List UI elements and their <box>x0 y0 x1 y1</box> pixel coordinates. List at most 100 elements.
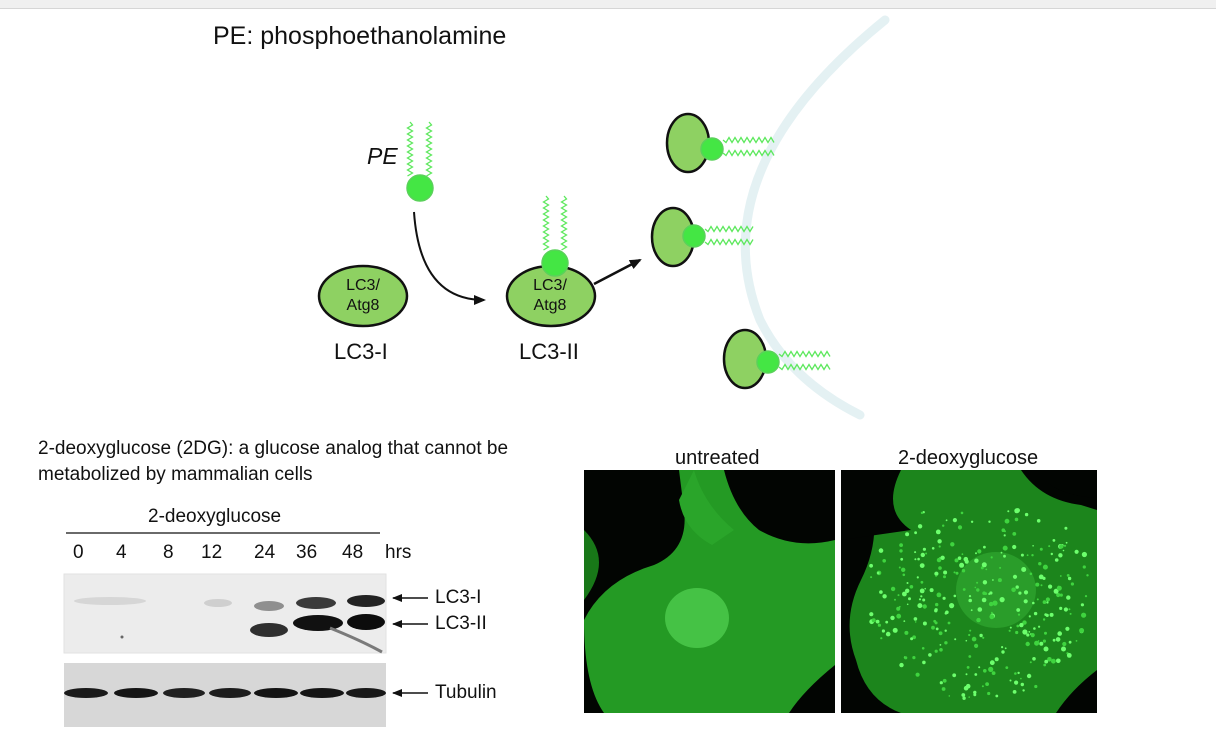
punctum <box>947 621 951 625</box>
lc3-ii-oval-text: LC3/ Atg8 <box>505 276 595 316</box>
pe-chain <box>704 225 754 233</box>
punctum <box>925 552 928 555</box>
punctum <box>1065 541 1068 544</box>
punctum <box>994 657 999 662</box>
punctum <box>1032 545 1034 547</box>
punctum <box>1026 673 1032 679</box>
conjugation-arrow <box>413 211 486 305</box>
punctum <box>897 594 900 597</box>
punctum <box>1001 646 1004 649</box>
punctum <box>974 558 979 563</box>
punctum <box>1066 653 1072 658</box>
punctum <box>1081 612 1087 618</box>
anchored-lc3-ii <box>665 112 775 174</box>
punctum <box>979 633 983 638</box>
punctum <box>935 602 939 607</box>
punctum <box>905 588 910 593</box>
punctum <box>973 690 977 695</box>
punctum <box>939 648 943 652</box>
punctum <box>950 542 955 547</box>
punctum <box>1056 592 1061 598</box>
punctum <box>1025 641 1030 647</box>
punctum <box>913 617 918 621</box>
punctum <box>875 619 880 624</box>
punctum <box>904 630 909 635</box>
punctum <box>903 620 906 622</box>
blot-timepoint: 12 <box>201 542 223 563</box>
punctum <box>929 588 934 593</box>
punctum <box>976 617 981 623</box>
punctum <box>1068 608 1071 611</box>
punctum <box>943 575 946 579</box>
punctum <box>1020 553 1024 557</box>
punctum <box>968 598 972 603</box>
punctum <box>869 563 873 568</box>
punctum <box>1044 659 1049 664</box>
pe-chain <box>542 195 550 251</box>
punctum <box>976 581 979 584</box>
punctum <box>1012 532 1017 536</box>
punctum <box>908 597 911 601</box>
pe-head <box>541 249 569 277</box>
punctum <box>1042 564 1048 570</box>
punctum <box>1069 612 1072 615</box>
punctum <box>1000 551 1003 554</box>
punctum <box>894 598 896 601</box>
punctum <box>995 694 999 698</box>
pe-chain <box>778 363 831 371</box>
punctum <box>962 696 966 700</box>
punctum <box>943 570 948 575</box>
punctum <box>1001 650 1005 654</box>
punctum <box>921 647 925 650</box>
punctum <box>944 629 947 632</box>
punctum <box>1059 593 1063 597</box>
punctum <box>904 656 908 660</box>
pe-head <box>756 350 780 374</box>
punctum <box>899 543 903 547</box>
punctum <box>963 685 969 691</box>
punctum <box>901 567 906 572</box>
untreated-micrograph <box>584 470 835 713</box>
punctum <box>934 609 938 613</box>
punctum <box>969 629 972 632</box>
punctum <box>1040 584 1043 587</box>
punctum <box>961 569 966 573</box>
punctum <box>1048 545 1051 548</box>
punctum <box>1050 552 1053 556</box>
punctum <box>955 571 959 575</box>
pe-chain <box>722 136 775 144</box>
punctum <box>981 685 984 688</box>
punctum <box>896 613 902 619</box>
punctum <box>910 637 914 641</box>
punctum <box>1080 603 1084 607</box>
punctum <box>1029 572 1033 576</box>
oval-text-line: Atg8 <box>346 297 380 314</box>
2dg-panel-label: 2-deoxyglucose <box>898 447 1039 469</box>
punctum <box>974 673 978 676</box>
punctum <box>1063 544 1067 547</box>
punctum <box>1067 576 1072 581</box>
punctum <box>939 644 942 646</box>
punctum <box>902 591 907 597</box>
punctum <box>992 600 998 606</box>
punctum <box>965 673 968 676</box>
punctum <box>1081 551 1087 558</box>
lc3-ii-band-label: LC3-II <box>435 613 487 634</box>
punctum <box>989 614 995 620</box>
punctum <box>1064 526 1068 530</box>
punctum <box>896 606 901 611</box>
punctum <box>1055 637 1061 642</box>
punctum <box>982 636 985 639</box>
oval-text-line: Atg8 <box>533 297 567 314</box>
pe-head <box>700 137 724 161</box>
punctum <box>1014 680 1019 685</box>
punctum <box>971 636 977 642</box>
punctum <box>948 695 951 697</box>
punctum <box>938 566 942 570</box>
punctum <box>899 549 903 553</box>
punctum <box>1046 601 1049 604</box>
punctum <box>1011 587 1016 593</box>
punctum <box>1038 625 1041 628</box>
punctum <box>1082 565 1086 569</box>
punctum <box>989 660 995 666</box>
